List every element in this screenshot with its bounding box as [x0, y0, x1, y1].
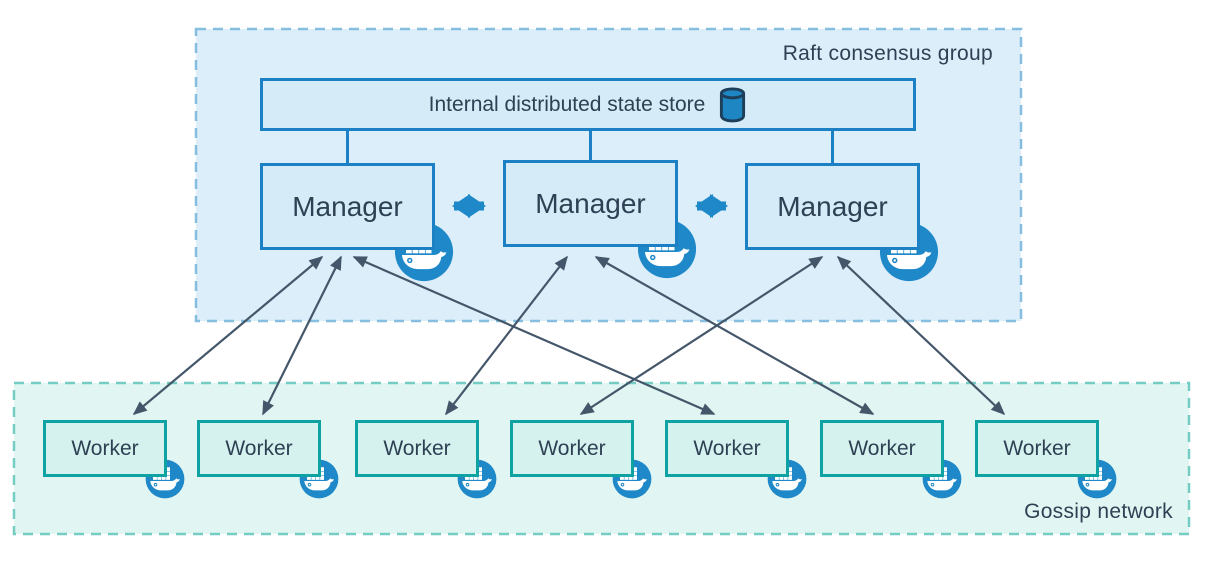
manager-label: Manager	[777, 190, 888, 222]
state-store-box: Internal distributed state store	[260, 78, 916, 131]
manager-node: Manager	[745, 163, 920, 250]
state-store-label: Internal distributed state store	[428, 92, 706, 116]
worker-label: Worker	[693, 436, 761, 460]
raft-group-label: Raft consensus group	[782, 42, 993, 65]
worker-node: Worker	[355, 420, 479, 477]
worker-label: Worker	[71, 436, 139, 460]
worker-label: Worker	[848, 436, 916, 460]
worker-label: Worker	[1003, 436, 1071, 460]
manager-node: Manager	[503, 160, 678, 247]
worker-label: Worker	[225, 436, 293, 460]
gossip-group-label: Gossip network	[1024, 500, 1173, 523]
worker-node: Worker	[820, 420, 944, 477]
worker-node: Worker	[43, 420, 167, 477]
manager-node: Manager	[260, 163, 435, 250]
database-icon	[720, 87, 746, 123]
manager-label: Manager	[292, 190, 403, 222]
worker-node: Worker	[975, 420, 1099, 477]
worker-node: Worker	[197, 420, 321, 477]
worker-label: Worker	[383, 436, 451, 460]
manager-label: Manager	[535, 187, 646, 219]
worker-node: Worker	[510, 420, 634, 477]
worker-node: Worker	[665, 420, 789, 477]
worker-label: Worker	[538, 436, 606, 460]
